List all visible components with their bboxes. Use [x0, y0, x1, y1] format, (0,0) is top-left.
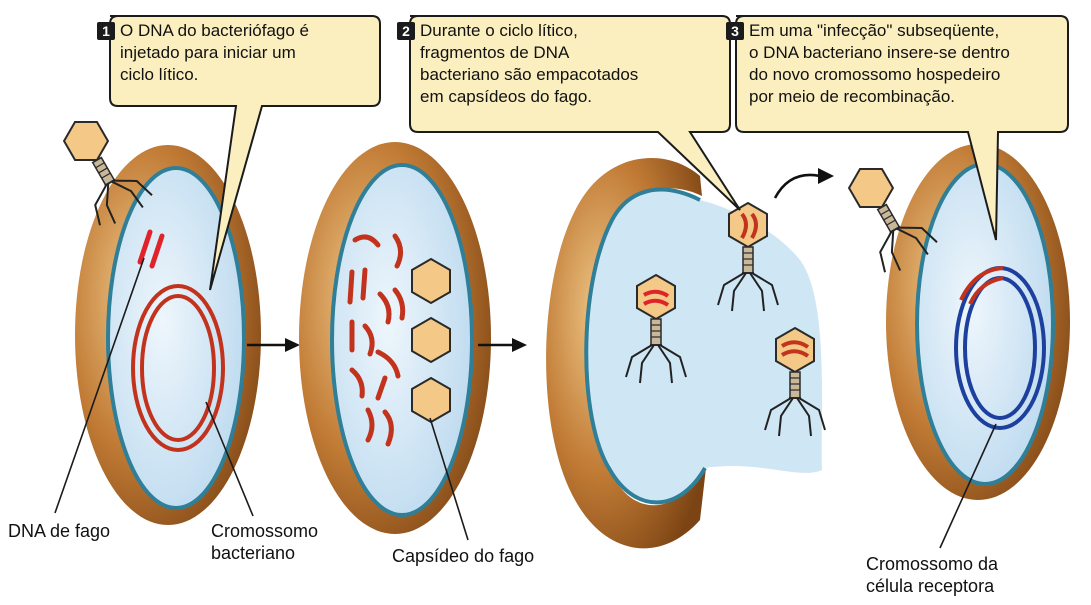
- cell-2-empty-capsids: [411, 258, 451, 423]
- arrow-2: [478, 338, 527, 352]
- step-3-line-2: o DNA bacteriano insere-se dentro: [749, 43, 1010, 62]
- step-1-line-3: ciclo lítico.: [120, 65, 199, 84]
- label-bacterial-chromosome-line-2: bacteriano: [211, 543, 296, 563]
- step-3-line-4: por meio de recombinação.: [749, 87, 956, 106]
- label-recipient-chromosome-line-1: Cromossomo da: [866, 554, 999, 574]
- cell-1-bacterial-chromosome: [131, 284, 225, 452]
- cell-3-wall: [546, 157, 706, 549]
- cell-2-dna-fragments: [347, 233, 406, 447]
- step-1-badge: 1: [97, 22, 115, 40]
- step-3-badge: 3: [726, 22, 744, 40]
- step-2-line-2: fragmentos de DNA: [420, 43, 570, 62]
- label-recipient-chromosome: Cromossomo da célula receptora: [866, 553, 998, 597]
- arrow-1: [247, 338, 300, 352]
- step-3-text: Em uma "infecção" subseqüente, o DNA bac…: [749, 20, 1010, 108]
- cell-2: [299, 142, 491, 534]
- step-1-line-1: O DNA do bacteriófago é: [120, 21, 310, 40]
- step-1-line-2: injetado para iniciar um: [120, 43, 296, 62]
- arrow-3: [773, 168, 834, 199]
- label-recipient-chromosome-line-2: célula receptora: [866, 576, 995, 596]
- step-2-badge: 2: [397, 22, 415, 40]
- step-1-text: O DNA do bacteriófago é injetado para in…: [120, 20, 309, 86]
- step-2-line-4: em capsídeos do fago.: [420, 87, 593, 106]
- leader-recipient-chromosome: [939, 423, 997, 549]
- cell-3-phage-b: [717, 202, 779, 312]
- cell-3-phage-c: [764, 327, 826, 437]
- cell-3-phage-a: [625, 274, 687, 384]
- cell-1-phage-dna: [137, 229, 153, 265]
- step-3-line-1: Em uma "infecção" subseqüente,: [749, 21, 1000, 40]
- step-2-line-1: Durante o ciclo lítico,: [420, 21, 578, 40]
- callout-1-box: [109, 15, 381, 291]
- leader-lines: [54, 257, 997, 549]
- cell-3: [546, 157, 826, 549]
- cell-2-cytoplasm: [330, 163, 474, 517]
- label-bacterial-chromosome-line-1: Cromossomo: [211, 521, 319, 541]
- leader-phage-dna: [54, 257, 145, 514]
- label-phage-capsid: Capsídeo do fago: [392, 546, 535, 566]
- label-bacterial-chromosome: Cromossomo bacteriano: [211, 520, 318, 564]
- cell-4: [833, 144, 1070, 500]
- cell-1: [48, 105, 261, 525]
- leader-phage-capsid: [429, 417, 469, 541]
- leader-bacterial-chromosome: [205, 401, 254, 517]
- step-2-line-3: bacteriano são empacotados: [420, 65, 639, 84]
- label-phage-dna: DNA de fago: [8, 521, 111, 541]
- callout-2-box: [409, 15, 741, 211]
- step-2-text: Durante o ciclo lítico, fragmentos de DN…: [420, 20, 638, 108]
- cell-3-cytoplasm: [586, 189, 823, 503]
- callout-3-box: [735, 15, 1069, 241]
- step-3-line-3: do novo cromossomo hospedeiro: [749, 65, 1001, 84]
- cell-4-inserted-dna: [959, 266, 1004, 301]
